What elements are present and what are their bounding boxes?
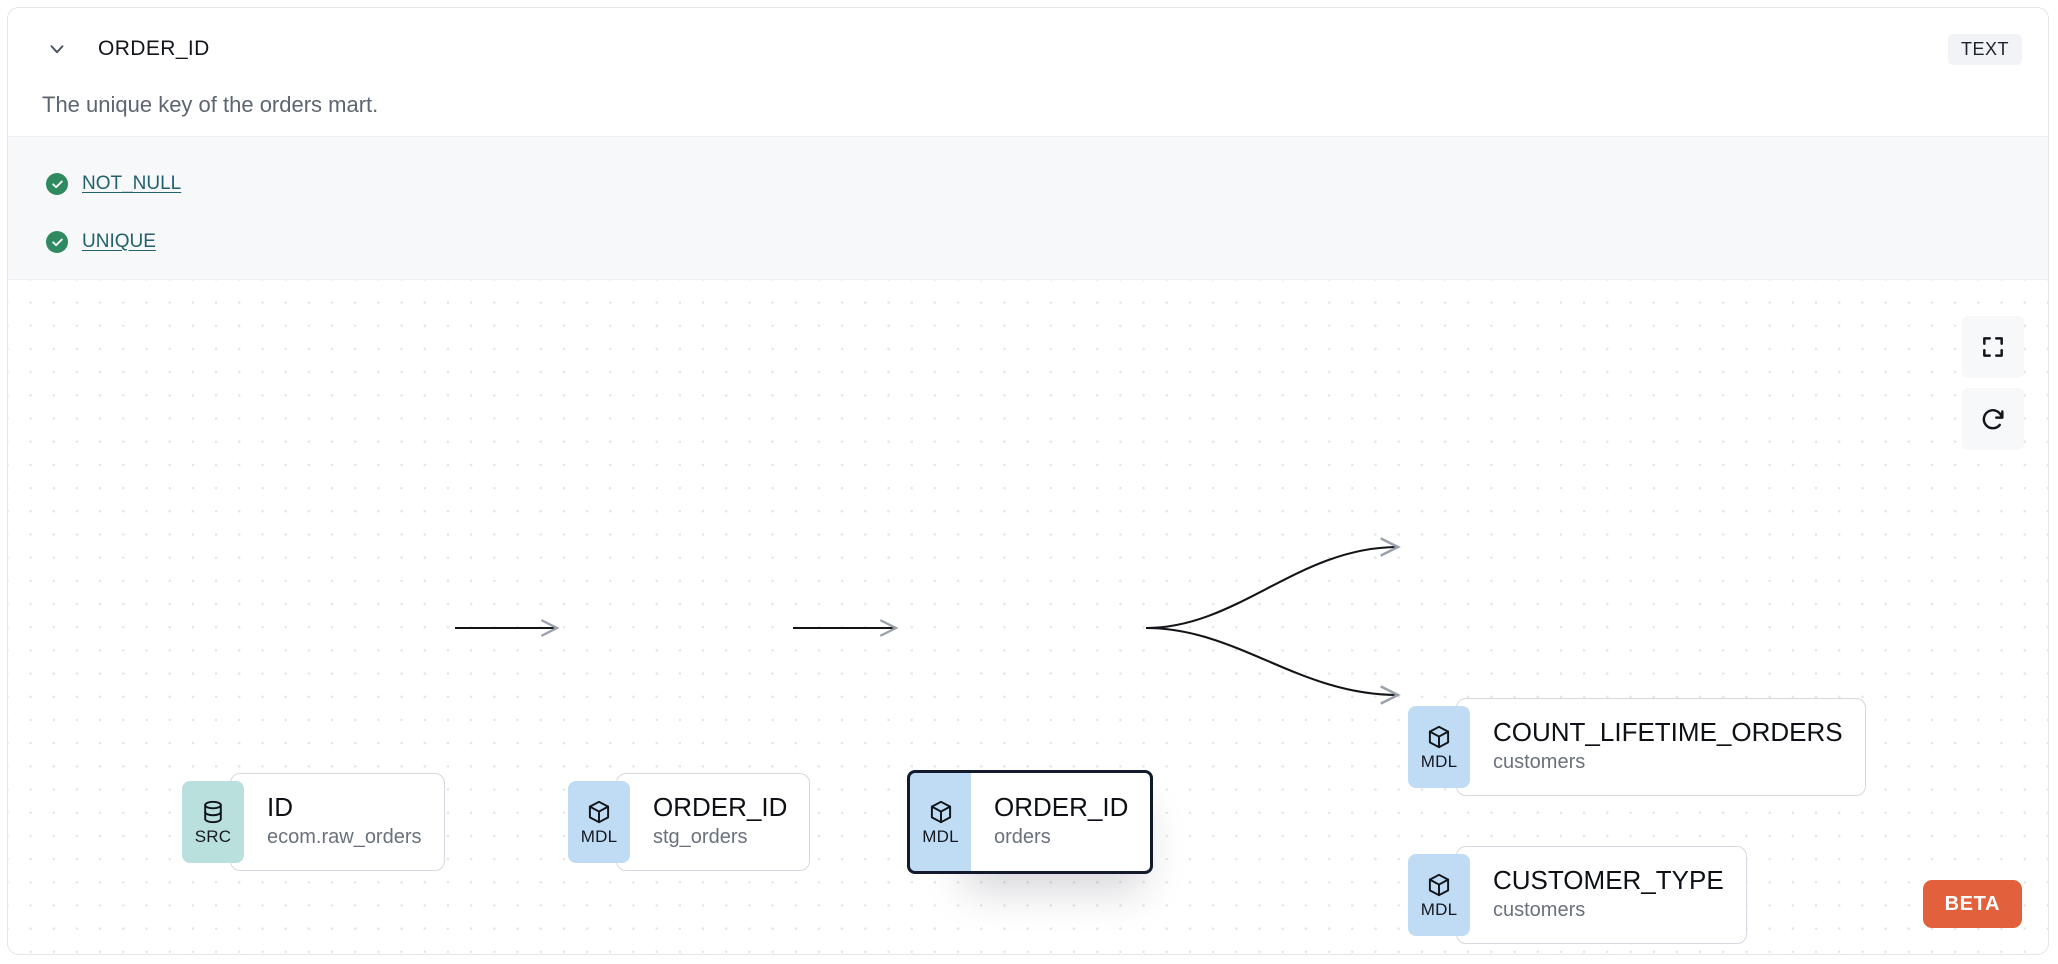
node-badge-label: MDL — [922, 827, 959, 846]
cube-icon — [1428, 873, 1450, 897]
node-body: COUNT_LIFETIME_ORDERS customers — [1456, 698, 1866, 796]
test-link-not-null[interactable]: NOT_NULL — [82, 173, 182, 194]
canvas-controls — [1962, 316, 2024, 450]
node-subtitle: customers — [1493, 899, 1586, 922]
node-name: ORDER_ID — [653, 791, 788, 822]
test-row: UNIQUE — [46, 213, 2048, 271]
node-name: ID — [267, 791, 293, 822]
node-subtitle: ecom.raw_orders — [267, 826, 422, 849]
page-title: ORDER_ID — [98, 37, 210, 60]
node-name: CUSTOMER_TYPE — [1493, 864, 1724, 895]
column-type-badge: TEXT — [1947, 34, 2022, 65]
node-badge-mdl: MDL — [568, 781, 630, 863]
node-body: CUSTOMER_TYPE customers — [1456, 846, 1747, 944]
cube-icon — [930, 800, 951, 824]
node-body: ID ecom.raw_orders — [230, 773, 445, 871]
node-badge-src: SRC — [182, 781, 244, 863]
fit-view-button[interactable] — [1962, 316, 2024, 378]
lineage-node-mdl-count-lifetime-orders[interactable]: MDL COUNT_LIFETIME_ORDERS customers — [1408, 698, 1866, 796]
node-badge-label: MDL — [580, 827, 618, 846]
lineage-node-mdl-orders-selected[interactable]: MDL ORDER_ID orders — [907, 770, 1154, 874]
tests-section: NOT_NULL UNIQUE — [8, 136, 2048, 280]
node-subtitle: stg_orders — [653, 826, 748, 849]
check-circle-icon — [46, 231, 68, 253]
edge-curve — [1145, 537, 1401, 630]
edge-curve — [1145, 626, 1401, 705]
database-icon — [204, 800, 222, 824]
node-badge-label: MDL — [1420, 752, 1458, 771]
node-name: ORDER_ID — [994, 791, 1129, 822]
node-badge-mdl: MDL — [1408, 706, 1470, 788]
fullscreen-icon — [1983, 337, 2003, 357]
reload-graph-button[interactable] — [1962, 388, 2024, 450]
panel-header: ORDER_ID TEXT The unique key of the orde… — [8, 8, 2048, 136]
test-row: NOT_NULL — [46, 155, 2048, 213]
check-circle-icon — [46, 173, 68, 195]
column-title-row: ORDER_ID — [42, 34, 210, 64]
column-detail-panel: ORDER_ID TEXT The unique key of the orde… — [7, 7, 2049, 955]
node-body: ORDER_ID orders — [955, 770, 1154, 874]
cube-icon — [588, 800, 610, 824]
node-badge-mdl: MDL — [1408, 854, 1470, 936]
refresh-icon — [1982, 409, 2004, 430]
node-name: COUNT_LIFETIME_ORDERS — [1493, 716, 1843, 747]
cube-icon — [1428, 725, 1450, 749]
lineage-node-mdl-customer-type[interactable]: MDL CUSTOMER_TYPE customers — [1408, 846, 1747, 944]
test-link-unique[interactable]: UNIQUE — [82, 231, 156, 252]
lineage-node-src-id[interactable]: SRC ID ecom.raw_orders — [182, 773, 445, 871]
beta-badge[interactable]: BETA — [1922, 880, 2022, 928]
node-subtitle: orders — [994, 826, 1051, 849]
column-description: The unique key of the orders mart. — [42, 92, 379, 117]
node-subtitle: customers — [1493, 751, 1586, 774]
node-badge-label: SRC — [194, 827, 232, 846]
node-body: ORDER_ID stg_orders — [616, 773, 811, 871]
node-badge-mdl: MDL — [907, 770, 971, 874]
lineage-node-mdl-stg-orders[interactable]: MDL ORDER_ID stg_orders — [568, 773, 811, 871]
node-badge-label: MDL — [1420, 900, 1458, 919]
lineage-canvas[interactable]: SRC ID ecom.raw_orders MDL ORDER_ID stg_… — [8, 280, 2048, 954]
chevron-down-icon[interactable] — [42, 34, 72, 64]
